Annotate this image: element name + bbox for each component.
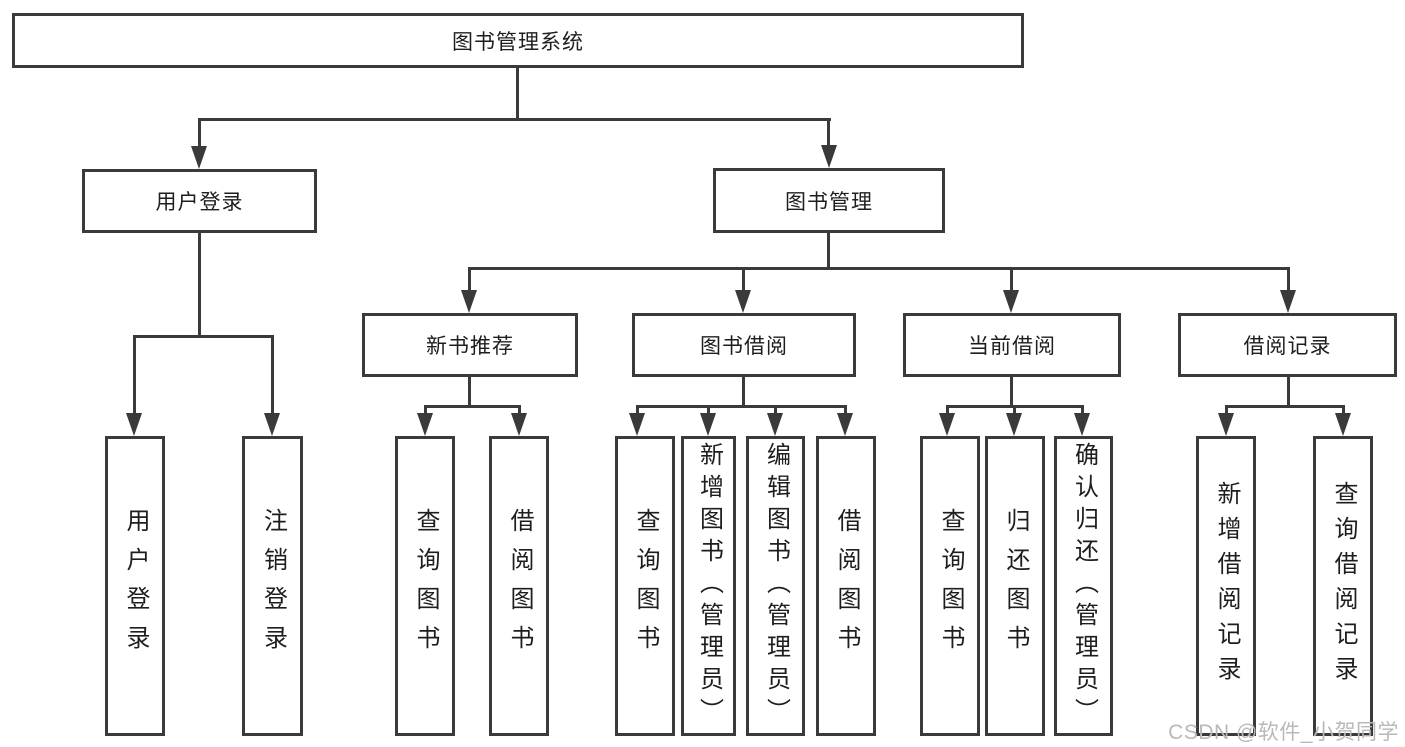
leaf-query-borrow-record: 查询借阅记录 [1313, 436, 1373, 736]
connector-line [707, 405, 710, 417]
node-label: 新书推荐 [426, 335, 514, 358]
node-label: 图书借阅 [700, 335, 788, 358]
leaf-confirm-return-admin: 确认归还（管理员） [1054, 436, 1113, 736]
arrowhead-down-icon [735, 290, 751, 313]
connector-line [1287, 267, 1290, 292]
node-new-book-recommend: 新书推荐 [362, 313, 578, 377]
node-label: 查询图书 [412, 508, 439, 664]
arrowhead-down-icon [837, 413, 853, 436]
connector-line [1010, 267, 1013, 292]
arrowhead-down-icon [1003, 290, 1019, 313]
arrowhead-down-icon [1335, 413, 1351, 436]
node-label: 借阅记录 [1243, 335, 1332, 358]
connector-line [742, 377, 745, 408]
leaf-borrow-books-2: 借阅图书 [816, 436, 876, 736]
arrowhead-down-icon [1074, 413, 1090, 436]
leaf-borrow-books-1: 借阅图书 [489, 436, 549, 736]
arrowhead-down-icon [461, 290, 477, 313]
arrowhead-down-icon [1006, 413, 1022, 436]
connector-line [742, 267, 745, 292]
connector-line [468, 377, 471, 408]
connector-line [844, 405, 847, 417]
node-label: 当前借阅 [968, 335, 1056, 358]
arrowhead-down-icon [700, 413, 716, 436]
node-current-borrow: 当前借阅 [903, 313, 1121, 377]
leaf-add-books-admin: 新增图书（管理员） [681, 436, 736, 736]
node-label: 查询图书 [937, 508, 964, 664]
leaf-query-books-2: 查询图书 [615, 436, 675, 736]
connector-line [424, 405, 521, 408]
connector-line [198, 118, 201, 150]
leaf-return-books: 归还图书 [985, 436, 1045, 736]
node-borrow-records: 借阅记录 [1178, 313, 1397, 377]
connector-line [468, 267, 1290, 270]
csdn-watermark: CSDN @软件_小贺同学 [1168, 721, 1399, 744]
connector-line [133, 335, 274, 338]
connector-line [1225, 405, 1228, 417]
node-label: 用户登录 [122, 508, 149, 664]
connector-line [1010, 377, 1013, 408]
connector-line [774, 405, 777, 417]
arrowhead-down-icon [511, 413, 527, 436]
connector-line [133, 335, 136, 417]
node-label: 借阅图书 [506, 508, 533, 664]
connector-line [198, 118, 831, 121]
connector-line [1225, 405, 1345, 408]
node-book-management: 图书管理 [713, 168, 945, 233]
arrowhead-down-icon [264, 413, 280, 436]
node-label: 借阅图书 [833, 508, 860, 664]
node-label: 编辑图书（管理员） [762, 442, 790, 730]
leaf-add-borrow-record: 新增借阅记录 [1196, 436, 1256, 736]
connector-line [946, 405, 949, 417]
node-label: 新增图书（管理员） [695, 442, 723, 730]
node-label: 归还图书 [1002, 508, 1029, 664]
connector-line [198, 233, 201, 338]
arrowhead-down-icon [417, 413, 433, 436]
arrowhead-down-icon [629, 413, 645, 436]
node-label: 查询借阅记录 [1330, 481, 1357, 691]
connector-line [424, 405, 427, 417]
leaf-logout: 注销登录 [242, 436, 303, 736]
leaf-user-login: 用户登录 [105, 436, 165, 736]
leaf-edit-books-admin: 编辑图书（管理员） [746, 436, 805, 736]
leaf-query-books-1: 查询图书 [395, 436, 455, 736]
arrowhead-down-icon [1280, 290, 1296, 313]
connector-line [1287, 377, 1290, 408]
leaf-query-books-3: 查询图书 [920, 436, 980, 736]
connector-line [516, 68, 519, 121]
node-label: 注销登录 [259, 508, 287, 664]
arrowhead-down-icon [821, 145, 837, 168]
arrowhead-down-icon [126, 413, 142, 436]
node-label: 图书管理 [785, 190, 873, 214]
arrowhead-down-icon [939, 413, 955, 436]
arrowhead-down-icon [1218, 413, 1234, 436]
node-label: 查询图书 [632, 508, 659, 664]
node-label: 确认归还（管理员） [1070, 442, 1098, 730]
connector-line [518, 405, 521, 417]
connector-line [636, 405, 847, 408]
connector-line [271, 335, 274, 417]
node-user-login-group: 用户登录 [82, 169, 317, 233]
connector-line [468, 267, 471, 292]
connector-line [636, 405, 639, 417]
connector-line [1013, 405, 1016, 417]
connector-line [827, 233, 830, 270]
node-label: 用户登录 [155, 191, 244, 214]
connector-line [1342, 405, 1345, 417]
connector-line [827, 118, 830, 150]
arrowhead-down-icon [767, 413, 783, 436]
arrowhead-down-icon [191, 146, 207, 169]
node-root: 图书管理系统 [12, 13, 1024, 68]
node-label: 新增借阅记录 [1213, 481, 1240, 691]
connector-line [1081, 405, 1084, 417]
node-label: 图书管理系统 [452, 30, 584, 54]
node-book-borrow: 图书借阅 [632, 313, 856, 377]
